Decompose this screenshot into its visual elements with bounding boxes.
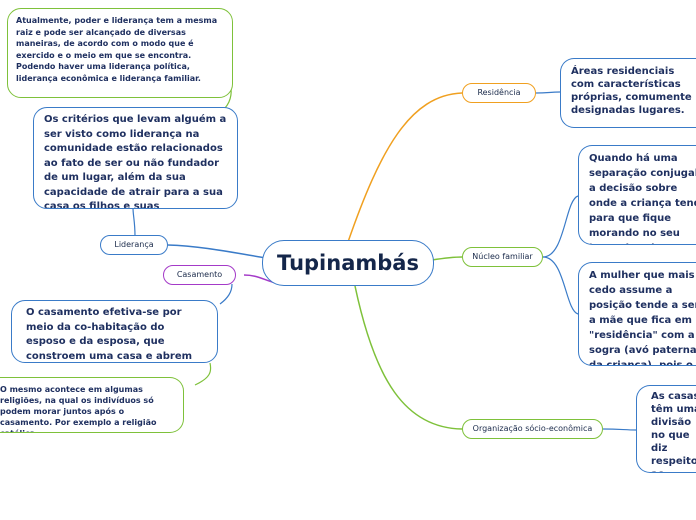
note-lideranca-2[interactable]: Os critérios que levam alguém a ser vist… <box>33 107 238 209</box>
edge-nucleo-note2 <box>542 256 579 315</box>
edge-organizacao-note <box>602 428 637 431</box>
note-nucleo-2[interactable]: A mulher que mais cedo assume a posição … <box>578 262 696 366</box>
edge-organizacao <box>354 285 463 430</box>
edge-casamento-note2 <box>194 362 212 386</box>
topic-nucleo-familiar[interactable]: Núcleo familiar <box>462 247 543 267</box>
edge-lideranca-note2 <box>132 207 136 237</box>
edge-nucleo <box>431 256 463 261</box>
note-casamento-1[interactable]: O casamento efetiva-se por meio da co-ha… <box>11 300 218 363</box>
edge-nucleo-note1 <box>542 195 579 258</box>
edge-casamento-note1 <box>219 283 233 305</box>
topic-casamento[interactable]: Casamento <box>163 265 236 285</box>
note-casamento-2[interactable]: O mesmo acontece em algumas religiões, n… <box>0 377 184 433</box>
note-nucleo-1[interactable]: Quando há uma separação conjugal, a deci… <box>578 145 696 245</box>
central-topic[interactable]: Tupinambás <box>262 240 434 286</box>
edge-residencia <box>347 92 463 243</box>
topic-lideranca[interactable]: Liderança <box>100 235 168 255</box>
note-organizacao[interactable]: As casas têm uma divisão no que diz resp… <box>636 385 696 473</box>
note-lideranca-1[interactable]: Atualmente, poder e liderança tem a mesm… <box>7 8 233 98</box>
topic-residencia[interactable]: Residência <box>462 83 536 103</box>
edge-residencia-note <box>535 91 561 94</box>
edge-lideranca <box>167 244 267 259</box>
note-residencia[interactable]: Áreas residenciais com características p… <box>560 58 696 128</box>
topic-organizacao[interactable]: Organização sócio-econômica <box>462 419 603 439</box>
